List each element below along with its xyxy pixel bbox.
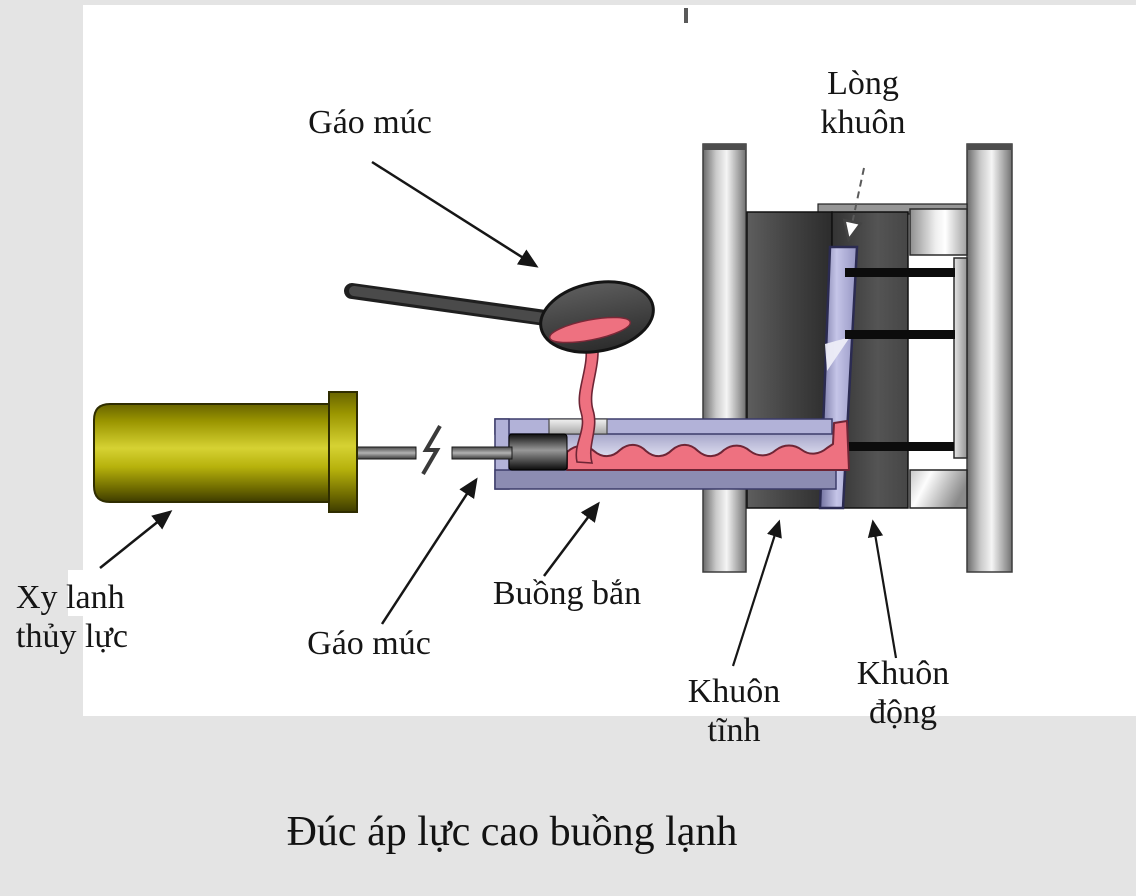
label-fixed-mold: Khuôn tĩnh — [687, 673, 781, 750]
moving-platen-column — [966, 143, 1013, 573]
molten-metal-pool — [566, 420, 850, 471]
hydraulic-cylinder — [93, 391, 358, 513]
ejector-plate — [953, 257, 968, 459]
label-backing-patch — [68, 570, 154, 616]
top-edge-mark — [684, 8, 688, 23]
leader-arrows — [99, 160, 898, 667]
shot-plunger — [508, 433, 568, 471]
plunger-rod — [451, 446, 513, 460]
ejector-pins — [845, 268, 955, 451]
pour-stream — [575, 339, 599, 464]
cylinder-rod — [355, 446, 417, 460]
break-symbol — [421, 424, 442, 476]
arrow-hydraulic-cylinder — [99, 510, 173, 569]
label-plunger-rod: Gáo múc — [307, 625, 431, 662]
arrow-fixed-mold — [731, 519, 782, 667]
molten-metal-in-ladle — [548, 316, 632, 344]
label-moving-mold: Khuôn động — [856, 655, 950, 732]
label-hydraulic-cylinder: Xy lanh thủy lực — [16, 579, 128, 656]
arrow-moving-mold — [867, 519, 898, 659]
label-shot-chamber: Buồng bắn — [492, 575, 642, 612]
arrow-plunger-rod — [380, 477, 478, 625]
pour-hole-bushing — [548, 418, 608, 435]
figure-caption: Đúc áp lực cao buồng lạnh — [286, 809, 738, 855]
ejector-housing-bottom — [909, 469, 968, 509]
label-ladle-top: Gáo múc — [308, 104, 432, 141]
ladle — [344, 280, 655, 354]
label-mold-cavity: Lòng khuôn — [820, 65, 906, 142]
arrow-ladle-top — [371, 160, 539, 268]
fixed-platen-column — [702, 143, 747, 573]
ejector-housing-top — [909, 208, 968, 256]
arrow-shot-chamber — [543, 501, 600, 577]
